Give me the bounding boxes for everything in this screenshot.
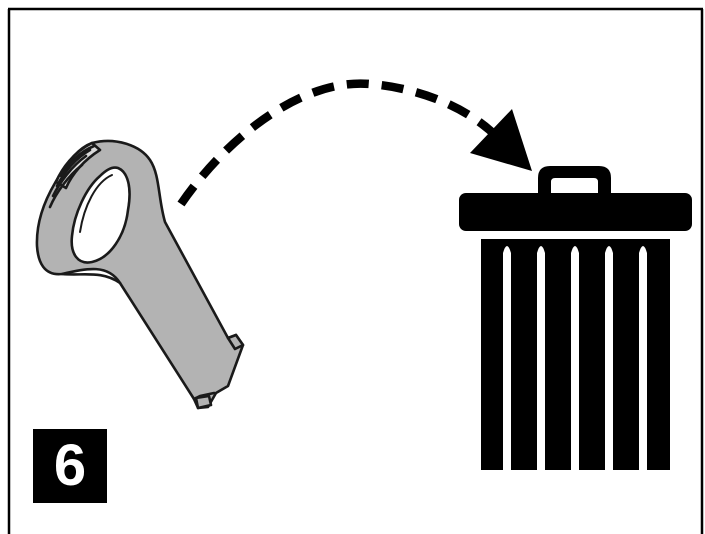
trash-bin-icon — [459, 166, 692, 470]
plastic-handle-icon — [35, 139, 245, 410]
panel-border — [7, 7, 704, 534]
dashed-curved-arrow-icon — [177, 79, 532, 207]
step-number-badge: 6 — [33, 429, 107, 503]
